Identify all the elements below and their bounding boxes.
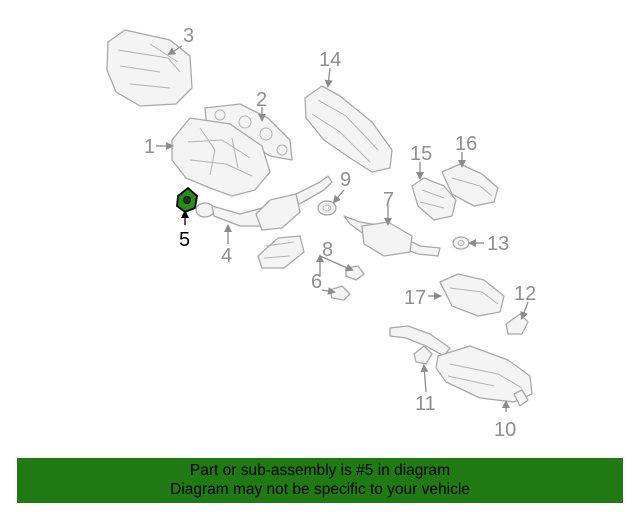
callout-2: 2	[256, 89, 267, 111]
part-14-heat-shield[interactable]	[304, 85, 393, 173]
leader-lines	[156, 45, 529, 412]
callout-16: 16	[455, 133, 477, 155]
part-6-hanger[interactable]	[329, 285, 351, 301]
banner-line-1: Part or sub-assembly is #5 in diagram	[189, 462, 451, 479]
callout-17: 17	[404, 287, 426, 309]
callout-5: 5	[179, 229, 190, 251]
callout-10: 10	[494, 419, 516, 441]
part-4-front-pipe-converter[interactable]	[195, 175, 333, 269]
part-13-clamp[interactable]	[452, 236, 470, 250]
part-7-center-pipe-resonator[interactable]	[343, 215, 441, 257]
part-1-exhaust-manifold[interactable]	[171, 117, 271, 197]
callout-3: 3	[183, 25, 194, 47]
callout-9: 9	[340, 169, 351, 191]
part-3-engine-cover[interactable]	[106, 29, 193, 107]
callout-8: 8	[322, 239, 333, 261]
part-5-gasket-highlighted[interactable]	[176, 186, 198, 214]
callout-15: 15	[410, 143, 432, 165]
part-10-rear-muffler[interactable]	[389, 325, 533, 407]
part-9-clamp[interactable]	[317, 200, 337, 216]
info-banner: Part or sub-assembly is #5 in diagram Di…	[17, 458, 623, 503]
banner-line-2: Diagram may not be specific to your vehi…	[170, 481, 470, 498]
callout-11: 11	[415, 393, 436, 415]
callout-6: 6	[311, 271, 322, 293]
callout-7: 7	[383, 189, 394, 211]
part-12-bracket[interactable]	[505, 313, 529, 335]
parts-diagram: 3 2 1 5 4 8 6 9 7 14 15 16 13 17 12 11 1…	[106, 25, 536, 441]
callout-labels: 3 2 1 5 4 8 6 9 7 14 15 16 13 17 12 11 1…	[144, 25, 536, 441]
callout-4: 4	[221, 245, 232, 267]
callout-1: 1	[144, 136, 155, 158]
callout-14: 14	[319, 49, 341, 71]
callout-13: 13	[487, 233, 509, 255]
part-11-hanger[interactable]	[413, 345, 433, 365]
part-15-bracket[interactable]	[411, 177, 457, 221]
part-17-heat-shield[interactable]	[439, 273, 505, 317]
callout-12: 12	[514, 283, 536, 305]
